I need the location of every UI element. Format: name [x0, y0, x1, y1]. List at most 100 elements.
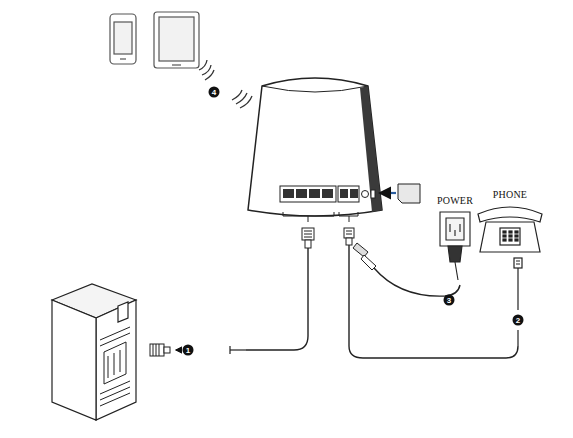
stroke — [380, 192, 396, 194]
pc-tower — [52, 284, 136, 420]
smartphone — [110, 14, 136, 64]
stroke — [349, 245, 518, 358]
power-plug — [353, 243, 376, 270]
stroke — [503, 235, 506, 237]
stroke — [500, 228, 520, 245]
stroke — [240, 96, 252, 108]
stroke — [509, 231, 512, 233]
stroke — [515, 239, 518, 241]
stroke — [515, 231, 518, 233]
stroke — [308, 216, 309, 222]
callout-number: 4 — [209, 87, 220, 98]
port-brackets — [283, 212, 358, 222]
stroke — [440, 212, 470, 246]
callout-number: 2 — [513, 315, 524, 326]
stroke — [360, 86, 382, 212]
pc-plug — [150, 344, 170, 356]
stroke — [110, 14, 136, 64]
ethernet-plug — [302, 228, 314, 248]
cable-1-arrow — [176, 349, 180, 350]
stroke — [262, 86, 368, 92]
stroke — [478, 207, 542, 222]
stroke — [338, 186, 359, 202]
phone-plug — [344, 228, 354, 245]
wifi-waves — [199, 60, 252, 108]
stroke — [322, 189, 333, 198]
stroke — [153, 344, 159, 356]
stroke — [515, 235, 518, 237]
callout-number: 3 — [444, 295, 455, 306]
stroke — [450, 224, 460, 236]
stroke — [346, 231, 352, 234]
stroke — [199, 60, 207, 70]
stroke — [503, 231, 506, 233]
stroke — [349, 216, 350, 222]
device-label: PHONE — [493, 189, 527, 200]
stroke — [309, 189, 320, 198]
stroke — [236, 93, 247, 104]
callout-number: 1 — [183, 345, 194, 356]
stroke — [164, 347, 170, 353]
router — [248, 78, 382, 216]
tablet — [154, 12, 199, 68]
stroke — [159, 17, 194, 61]
stroke — [205, 70, 214, 80]
stroke — [52, 300, 96, 420]
stroke — [296, 189, 307, 198]
stroke — [371, 190, 375, 198]
stroke — [232, 90, 242, 100]
stroke — [304, 231, 312, 237]
stroke — [509, 235, 512, 237]
stroke — [353, 243, 368, 257]
stroke — [172, 64, 181, 65]
stroke — [96, 300, 136, 420]
stroke — [340, 189, 348, 198]
stroke — [114, 22, 132, 54]
stroke — [118, 302, 128, 322]
stroke — [339, 212, 358, 216]
stroke — [517, 330, 518, 346]
stroke — [374, 268, 460, 296]
stroke — [448, 246, 462, 262]
stroke — [514, 258, 522, 268]
stroke — [230, 349, 246, 350]
power-adapter — [440, 212, 470, 280]
stroke — [302, 228, 314, 240]
stroke — [150, 344, 164, 356]
stroke — [361, 255, 376, 270]
stroke — [280, 186, 336, 202]
stroke — [283, 212, 334, 216]
stroke — [283, 189, 333, 198]
stroke — [517, 268, 518, 310]
stroke — [480, 222, 540, 252]
stroke — [344, 228, 354, 238]
stroke — [120, 58, 126, 59]
stroke — [100, 327, 130, 406]
stroke — [154, 12, 199, 68]
stroke — [446, 218, 464, 240]
stroke — [516, 261, 520, 264]
sim-card — [380, 184, 420, 203]
stroke — [509, 239, 512, 241]
stroke — [100, 381, 130, 406]
stroke — [246, 248, 308, 350]
stroke — [104, 342, 126, 384]
stroke — [455, 262, 458, 280]
stroke — [362, 191, 369, 198]
stroke — [248, 78, 382, 216]
stroke — [108, 350, 120, 378]
stroke — [176, 349, 180, 350]
stroke — [503, 239, 506, 241]
stroke — [346, 238, 352, 245]
stroke — [350, 189, 358, 198]
stroke — [283, 189, 294, 198]
stroke — [305, 240, 311, 248]
stroke — [503, 231, 518, 241]
cables — [246, 245, 518, 358]
cable-2-lead — [517, 268, 518, 346]
device-label: POWER — [437, 195, 473, 206]
telephone — [478, 207, 542, 268]
stroke — [398, 184, 420, 203]
